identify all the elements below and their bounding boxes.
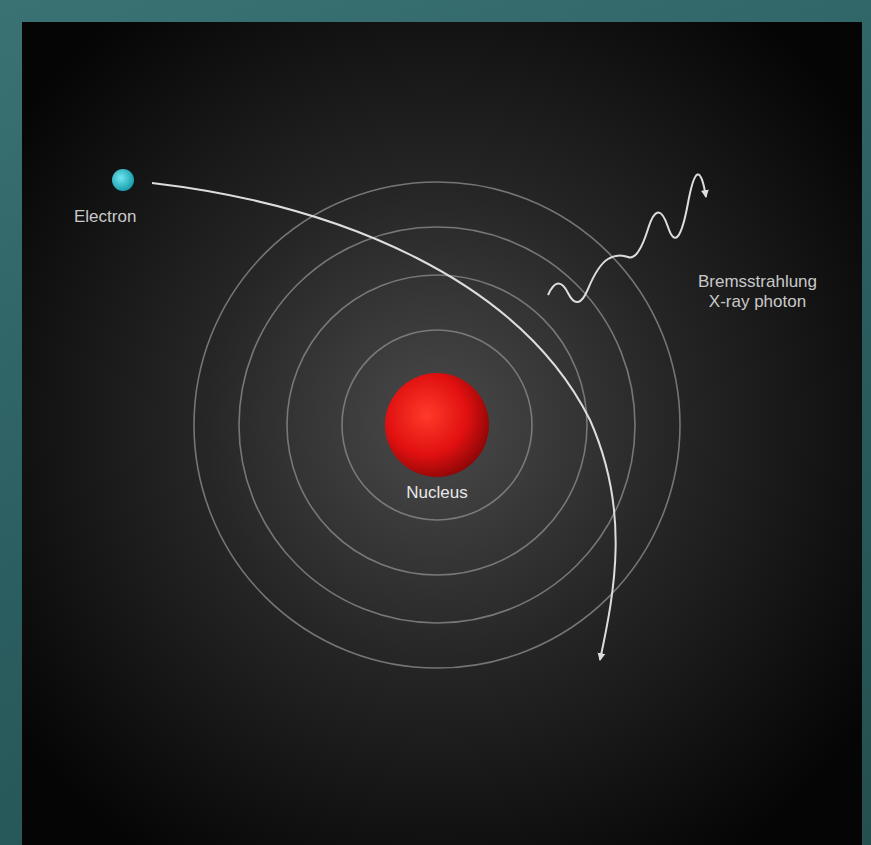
panel bbox=[22, 22, 862, 845]
electron-label: Electron bbox=[74, 207, 136, 227]
electron bbox=[112, 169, 134, 191]
photon-label: Bremsstrahlung X-ray photon bbox=[690, 272, 825, 313]
nucleus bbox=[385, 373, 489, 477]
photon-wave bbox=[548, 174, 706, 302]
orbits bbox=[194, 182, 680, 668]
nucleus-label: Nucleus bbox=[406, 483, 467, 503]
electron-path bbox=[152, 183, 616, 660]
